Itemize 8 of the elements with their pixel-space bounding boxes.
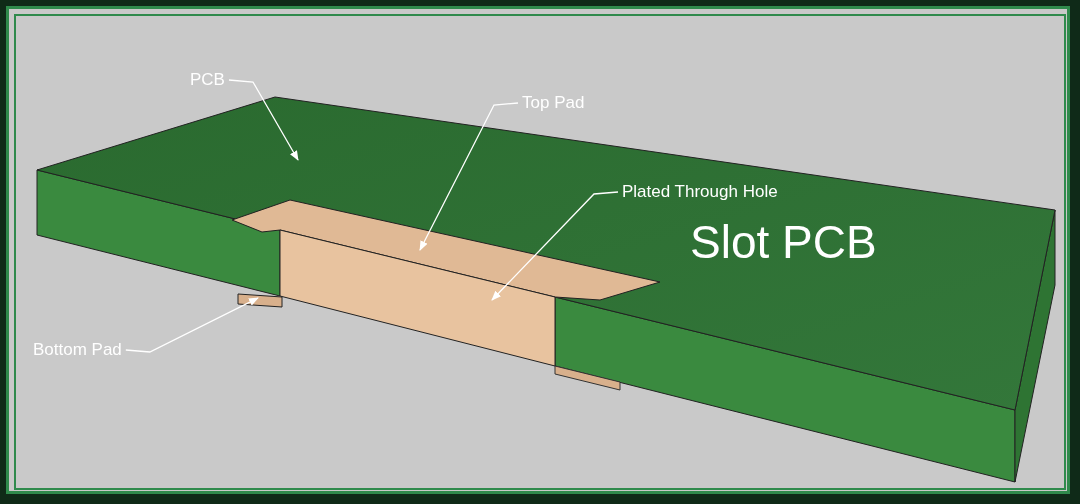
hole-drawing (279, 229, 556, 367)
pad-drawing (237, 293, 283, 308)
leader-line (125, 297, 259, 353)
leader-line (491, 191, 619, 301)
part-label: Plated Through Hole (622, 182, 778, 202)
title: Slot PCB (690, 215, 877, 269)
leader-line (419, 102, 519, 251)
leader-line (228, 79, 299, 161)
